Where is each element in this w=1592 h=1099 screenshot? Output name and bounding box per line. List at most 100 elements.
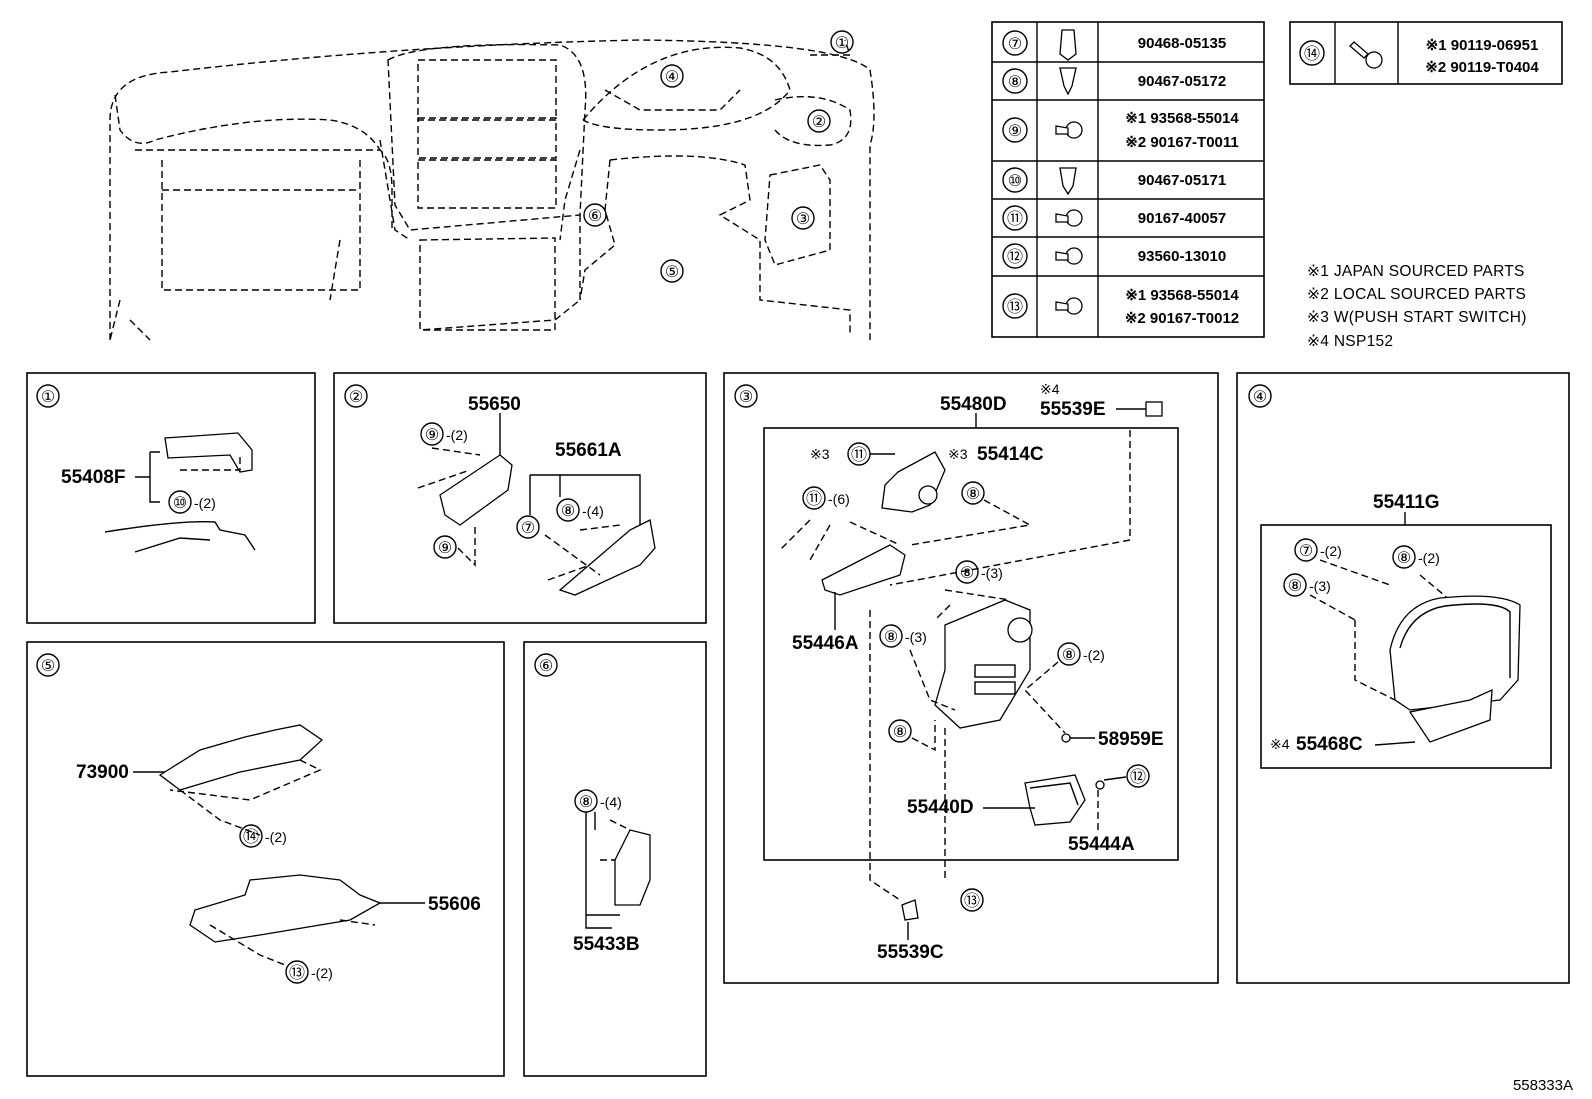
- figure-id: 558333A: [1513, 1077, 1573, 1094]
- table-num-14: ⑭: [1304, 45, 1320, 63]
- overview-callout-1: ①: [835, 35, 849, 52]
- part-55539E: 55539E: [1040, 399, 1106, 420]
- fastener-table: [991, 21, 1265, 338]
- panel-3-number: ③: [739, 389, 753, 406]
- p3-callout-8b: ⑧: [960, 565, 974, 582]
- p3-qty-a: -(6): [828, 491, 850, 507]
- p3-prefix-4: ※4: [1040, 381, 1060, 397]
- p2-callout-9b: ⑨: [438, 540, 452, 557]
- p2-qty-b: -(4): [582, 503, 604, 519]
- note-4: ※4 NSP152: [1307, 333, 1393, 350]
- p5-callout-13: ⑬: [289, 964, 305, 982]
- p3-prefix-3a: ※3: [810, 446, 830, 462]
- p4-callout-8a: ⑧: [1397, 550, 1411, 567]
- panel-6-number: ⑥: [539, 658, 553, 675]
- p3-qty-c: -(3): [905, 629, 927, 645]
- p3-callout-12: ⑫: [1130, 768, 1146, 786]
- p3-qty-b: -(3): [981, 565, 1003, 581]
- note-2: ※2 LOCAL SOURCED PARTS: [1307, 286, 1526, 303]
- overview-callout-2: ②: [812, 114, 826, 131]
- clip-icon: [1059, 29, 1077, 61]
- screw-icon: [1055, 297, 1083, 315]
- screw-icon: [1055, 247, 1083, 265]
- screw-icon: [1055, 121, 1083, 139]
- table-part-8: 90467-05172: [1138, 73, 1226, 90]
- p3-callout-8a: ⑧: [966, 486, 980, 503]
- table-part-13b: ※2 90167-T0012: [1125, 310, 1239, 327]
- table-num-8: ⑧: [1008, 74, 1022, 91]
- part-55440D: 55440D: [907, 797, 974, 818]
- table-num-11: ⑪: [1007, 210, 1023, 228]
- dashboard-overview: [109, 39, 875, 341]
- table-part-11: 90167-40057: [1138, 210, 1226, 227]
- part-55480D: 55480D: [940, 394, 1007, 415]
- panel-4: ④ 55411G ⑦ -(2) ⑧ -(2) ⑧ -(3) ※4 55468C: [1236, 372, 1570, 984]
- bolt-icon: [1349, 41, 1383, 69]
- part-55661A: 55661A: [555, 440, 622, 461]
- p5-qty-a: -(2): [265, 829, 287, 845]
- panel-3: ③ 55480D ※4 55539E ※3 ⑪ ※3 55414C ⑧ ⑪ -(…: [723, 372, 1219, 984]
- part-55444A: 55444A: [1068, 834, 1135, 855]
- p3-prefix-3b: ※3: [948, 446, 968, 462]
- overview-callout-6: ⑥: [588, 208, 602, 225]
- fastener-table-right: ⑭ ※1 90119-06951 ※2 90119-T0404: [1289, 21, 1563, 85]
- p3-callout-8d: ⑧: [1062, 647, 1076, 664]
- part-55446A: 55446A: [792, 633, 859, 654]
- table-part-10: 90467-05171: [1138, 172, 1226, 189]
- p3-qty-d: -(2): [1083, 647, 1105, 663]
- part-55539C: 55539C: [877, 942, 944, 963]
- table-part-14b: ※2 90119-T0404: [1425, 59, 1539, 76]
- table-num-13: ⑬: [1007, 298, 1023, 316]
- overview-callout-4: ④: [665, 69, 679, 86]
- table-num-12: ⑫: [1007, 248, 1023, 266]
- p1-qty: -(2): [194, 495, 216, 511]
- p6-callout-8: ⑧: [579, 794, 593, 811]
- panel-5: ⑤ 73900 ⑭ -(2) 55606 ⑬ -(2): [26, 641, 505, 1077]
- panel-1: ① 55408F ⑩ -(2): [26, 372, 316, 624]
- clip-icon: [1059, 167, 1077, 196]
- p4-callout-8b: ⑧: [1288, 578, 1302, 595]
- p1-callout-10: ⑩: [173, 495, 187, 512]
- legend-notes: ※1 JAPAN SOURCED PARTS ※2 LOCAL SOURCED …: [1307, 263, 1527, 350]
- part-55650: 55650: [468, 394, 521, 415]
- p4-qty-a: -(2): [1320, 543, 1342, 559]
- table-num-7: ⑦: [1008, 36, 1022, 53]
- clip-icon: [1059, 67, 1077, 96]
- panel-2-number: ②: [349, 389, 363, 406]
- p3-callout-8e: ⑧: [893, 724, 907, 741]
- part-55414C: 55414C: [977, 444, 1044, 465]
- panel-1-number: ①: [41, 389, 55, 406]
- p3-callout-11b: ⑪: [806, 490, 822, 508]
- p5-qty-b: -(2): [311, 965, 333, 981]
- part-55408F: 55408F: [61, 467, 125, 488]
- panel-6: ⑥ ⑧ -(4) 55433B: [523, 641, 707, 1077]
- part-55411G: 55411G: [1373, 492, 1440, 513]
- overview-callout-5: ⑤: [665, 264, 679, 281]
- table-part-7: 90468-05135: [1138, 35, 1226, 52]
- panel-2: ② 55650 ⑨ -(2) ⑨ 55661A ⑧ -(4) ⑦: [333, 372, 707, 624]
- part-58959E: 58959E: [1098, 729, 1164, 750]
- part-55468C: 55468C: [1296, 734, 1363, 755]
- p6-qty: -(4): [600, 794, 622, 810]
- table-num-9: ⑨: [1008, 123, 1022, 140]
- fastener-rows: ⑦ 90468-05135 ⑧ 90467-05172 ⑨ ※1 93568-5…: [1002, 29, 1239, 327]
- p4-qty-b: -(2): [1418, 550, 1440, 566]
- table-part-14a: ※1 90119-06951: [1426, 37, 1539, 54]
- table-num-10: ⑩: [1008, 173, 1022, 190]
- panel-4-number: ④: [1253, 389, 1267, 406]
- part-55433B: 55433B: [573, 934, 640, 955]
- note-3: ※3 W(PUSH START SWITCH): [1307, 309, 1527, 326]
- screw-icon: [1055, 209, 1083, 227]
- note-1: ※1 JAPAN SOURCED PARTS: [1307, 263, 1525, 280]
- table-part-13a: ※1 93568-55014: [1125, 287, 1239, 304]
- table-part-9b: ※2 90167-T0011: [1125, 134, 1239, 151]
- table-part-12: 93560-13010: [1138, 248, 1226, 265]
- p3-callout-8c: ⑧: [884, 629, 898, 646]
- overview-callout-3: ③: [796, 211, 810, 228]
- overview-callouts: ① ④ ② ③ ⑥ ⑤: [583, 30, 854, 283]
- p4-callout-7: ⑦: [1299, 543, 1313, 560]
- p4-qty-c: -(3): [1309, 578, 1331, 594]
- part-55606: 55606: [428, 894, 481, 915]
- p2-callout-9a: ⑨: [425, 427, 439, 444]
